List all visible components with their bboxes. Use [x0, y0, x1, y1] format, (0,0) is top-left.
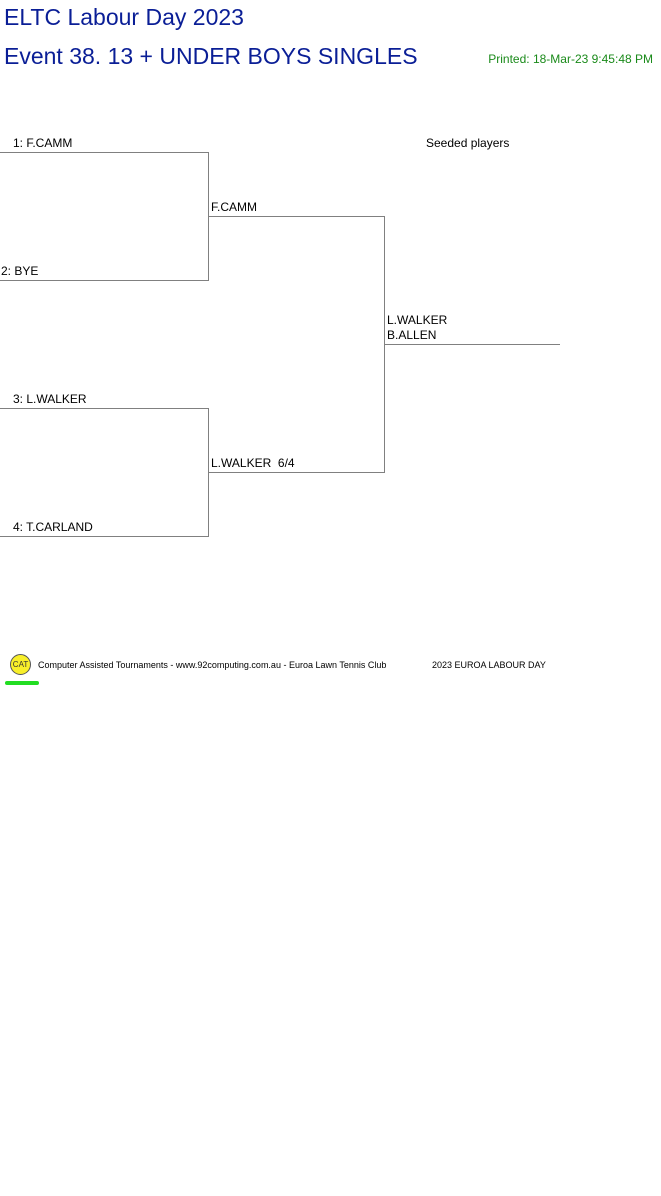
- bracket-line: [384, 344, 560, 345]
- draw-slot-4: 4: T.CARLAND: [13, 520, 93, 534]
- final-player-2: B.ALLEN: [387, 328, 437, 342]
- round2-winner-2: L.WALKER 6/4: [211, 456, 295, 470]
- bracket-line: [0, 408, 209, 409]
- draw-slot-3: 3: L.WALKER: [13, 392, 87, 406]
- draw-slot-2: 2: BYE: [1, 264, 39, 278]
- bracket-line: [0, 536, 209, 537]
- footer-event-name: 2023 EUROA LABOUR DAY: [432, 660, 546, 670]
- tournament-title: ELTC Labour Day 2023: [4, 4, 244, 30]
- printed-timestamp: Printed: 18-Mar-23 9:45:48 PM: [488, 52, 653, 66]
- footer-credits: Computer Assisted Tournaments - www.92co…: [38, 660, 387, 670]
- cat-logo: CAT: [10, 654, 31, 675]
- event-title: Event 38. 13 + UNDER BOYS SINGLES: [4, 43, 418, 69]
- cat-logo-underline: [5, 681, 39, 685]
- seeded-players-label: Seeded players: [426, 136, 510, 150]
- bracket-line: [208, 472, 385, 473]
- bracket-line: [0, 152, 209, 153]
- bracket-line: [208, 216, 385, 217]
- bracket-line: [0, 280, 209, 281]
- draw-slot-1: 1: F.CAMM: [13, 136, 73, 150]
- round2-winner-1: F.CAMM: [211, 200, 257, 214]
- final-player-1: L.WALKER: [387, 313, 448, 327]
